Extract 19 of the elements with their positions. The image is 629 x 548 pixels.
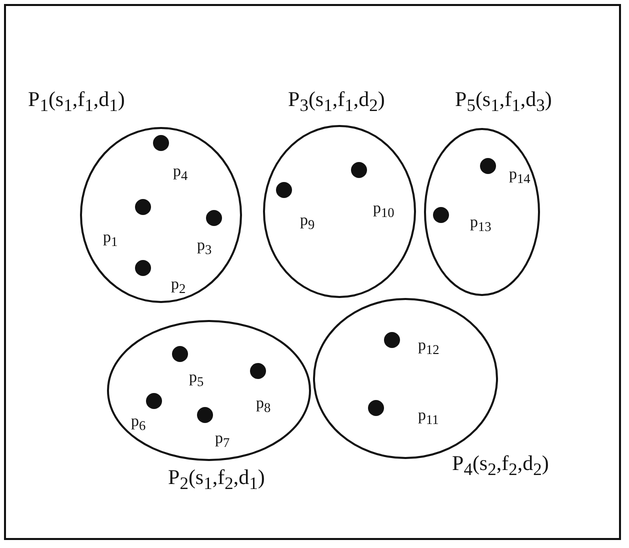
group-label: P$_{4}$(s$_{2}$,f$_{2}$,d$_{2}$) (452, 452, 549, 480)
point-label: p$_{4}$ (173, 163, 188, 184)
point-label: p$_{6}$ (131, 413, 146, 434)
point-label: p$_{11}$ (418, 407, 439, 428)
point-label: p$_{3}$ (197, 237, 212, 258)
group-label: P$_{3}$(s$_{1}$,f$_{1}$,d$_{2}$) (288, 88, 385, 116)
point-label: p$_{9}$ (300, 212, 315, 233)
point-label: p$_{2}$ (171, 276, 186, 297)
point-label: p$_{10}$ (373, 200, 394, 221)
point-label: p$_{7}$ (215, 430, 230, 451)
group-label: P$_{1}$(s$_{1}$,f$_{1}$,d$_{1}$) (28, 88, 125, 116)
point-label: p$_{8}$ (256, 395, 271, 416)
group-label: P$_{2}$(s$_{1}$,f$_{2}$,d$_{1}$) (168, 466, 265, 494)
point-label: p$_{13}$ (470, 214, 492, 235)
group-label: P$_{5}$(s$_{1}$,f$_{1}$,d$_{3}$) (455, 88, 552, 116)
point-label: p$_{14}$ (509, 166, 530, 187)
point-label: p$_{12}$ (418, 337, 440, 358)
point-label: p$_{1}$ (103, 229, 118, 250)
point-label: p$_{5}$ (189, 369, 204, 390)
